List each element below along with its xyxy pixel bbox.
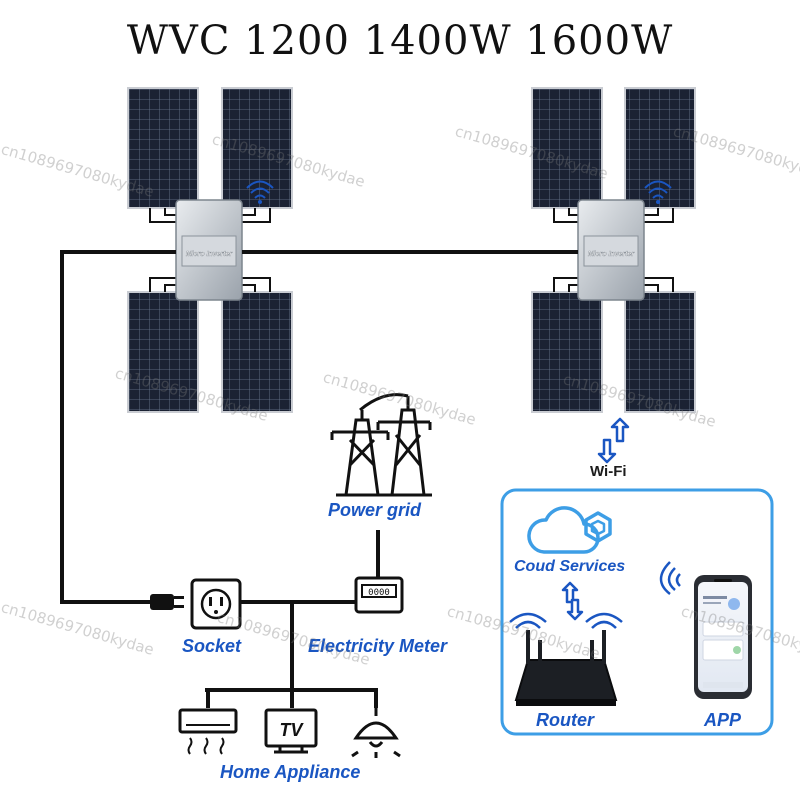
tv-icon: TV [264, 708, 318, 754]
solar-panel [127, 87, 199, 209]
power-grid-label: Power grid [328, 500, 422, 520]
svg-text:0000: 0000 [368, 588, 390, 598]
solar-panel [127, 291, 199, 413]
home-appliance-label: Home Appliance [220, 762, 361, 782]
router-icon [509, 612, 623, 706]
solar-panel [531, 87, 603, 209]
wifi-signal-icon [246, 180, 274, 204]
solar-panel [624, 87, 696, 209]
cloud-services-label: Coud Services [514, 558, 626, 575]
power-grid-tower-icon [330, 393, 432, 497]
wifi-exchange-arrows-icon [597, 417, 630, 464]
solar-panel [221, 291, 293, 413]
router-label: Router [536, 710, 594, 730]
ac-trunk-cable [60, 250, 578, 604]
solar-panel [624, 291, 696, 413]
socket-icon [190, 578, 242, 630]
solar-array-right: Micro Inverter [531, 87, 696, 413]
cloud-router-arrows-icon [561, 581, 584, 621]
solar-array-left: Micro Inverter [127, 87, 293, 413]
page-title: WVC 1200 1400W 1600W [126, 18, 674, 64]
electricity-meter-icon: 0000 [354, 576, 404, 614]
micro-inverter-right: Micro Inverter [577, 199, 645, 301]
cloud-icon [527, 506, 612, 554]
electricity-meter-label: Electricity Meter [308, 636, 448, 656]
air-conditioner-icon [178, 708, 238, 755]
distribution-wiring [205, 600, 378, 708]
inverter-label: Micro Inverter [588, 251, 636, 258]
phone-wifi-icon [659, 561, 681, 595]
app-label: APP [704, 710, 742, 730]
wifi-label: Wi-Fi [590, 463, 627, 480]
smartphone-icon [694, 575, 752, 699]
tv-label: TV [279, 720, 304, 740]
solar-panel [531, 291, 603, 413]
plug-icon [150, 594, 184, 610]
micro-inverter-left: Micro Inverter [175, 199, 243, 301]
inverter-label: Micro Inverter [186, 251, 234, 258]
wifi-signal-icon [644, 180, 672, 204]
lamp-icon [351, 708, 401, 758]
socket-label: Socket [182, 636, 242, 656]
